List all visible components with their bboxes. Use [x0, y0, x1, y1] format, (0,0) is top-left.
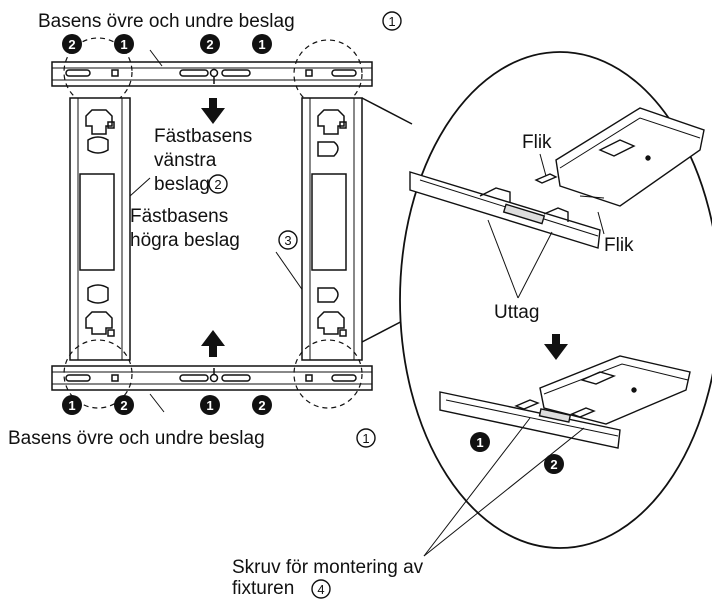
marker-2: 2 — [200, 34, 220, 54]
svg-text:2: 2 — [214, 177, 221, 192]
leader-flik-top — [539, 153, 547, 177]
svg-text:2: 2 — [258, 398, 265, 413]
ref-circle-3: 3 — [278, 230, 298, 250]
leader-uttag-2 — [517, 231, 553, 299]
marker-2: 2 — [544, 454, 564, 474]
svg-text:2: 2 — [120, 398, 127, 413]
ref-circle-1-top: 1 — [382, 11, 402, 31]
left-bracket-label-line3: beslag — [154, 174, 210, 195]
arrow-up-icon — [201, 330, 225, 357]
uttag-label: Uttag — [494, 302, 539, 323]
leader-screw-2 — [423, 427, 585, 557]
svg-text:1: 1 — [206, 398, 213, 413]
marker-1: 1 — [114, 34, 134, 54]
svg-text:4: 4 — [317, 582, 324, 597]
detail-circle — [293, 39, 363, 109]
left-bracket — [69, 97, 131, 361]
top-bracket-label: Basens övre och undre beslag — [38, 11, 295, 32]
left-bracket-label-line2: vänstra — [154, 150, 217, 171]
arrow-down-icon — [201, 98, 225, 124]
marker-1: 1 — [252, 34, 272, 54]
marker-1: 1 — [200, 395, 220, 415]
marker-1: 1 — [62, 395, 82, 415]
detail-circle — [63, 339, 133, 409]
rail-detail-upper — [409, 107, 705, 249]
svg-text:2: 2 — [68, 37, 75, 52]
rail-detail-lower — [439, 355, 691, 449]
svg-text:1: 1 — [258, 37, 265, 52]
detail-circle — [293, 339, 363, 409]
svg-text:3: 3 — [284, 233, 291, 248]
flik-label-right: Flik — [604, 235, 634, 256]
flik-label-top: Flik — [522, 132, 552, 153]
leader-flik-right — [597, 211, 605, 235]
right-bracket-label-line1: Fästbasens — [130, 206, 228, 227]
bottom-bracket-label: Basens övre och undre beslag — [8, 428, 265, 449]
leader-screw-1 — [423, 417, 531, 557]
ref-circle-2: 2 — [208, 174, 228, 194]
svg-text:1: 1 — [120, 37, 127, 52]
ref-circle-1-bottom: 1 — [356, 428, 376, 448]
left-bracket-label-line1: Fästbasens — [154, 126, 252, 147]
leader-uttag-1 — [487, 219, 519, 299]
right-bracket — [301, 97, 363, 361]
svg-text:1: 1 — [476, 435, 483, 450]
top-bracket — [51, 61, 373, 87]
bottom-bracket — [51, 365, 373, 391]
detail-circle — [63, 37, 133, 107]
svg-text:2: 2 — [550, 457, 557, 472]
marker-2: 2 — [62, 34, 82, 54]
marker-2: 2 — [114, 395, 134, 415]
svg-text:2: 2 — [206, 37, 213, 52]
leader-left — [129, 177, 151, 197]
svg-text:1: 1 — [68, 398, 75, 413]
ref-circle-4: 4 — [311, 579, 331, 599]
screw-label-line2: fixturen — [232, 578, 294, 599]
leader-bottom — [149, 393, 165, 413]
screw-label-line1: Skruv för montering av — [232, 557, 424, 578]
svg-text:1: 1 — [362, 431, 369, 446]
marker-2: 2 — [252, 395, 272, 415]
marker-1: 1 — [470, 432, 490, 452]
svg-text:1: 1 — [388, 14, 395, 29]
arrow-down-icon — [544, 334, 568, 360]
leader-top — [149, 49, 163, 67]
right-bracket-label-line2: högra beslag — [130, 230, 240, 251]
